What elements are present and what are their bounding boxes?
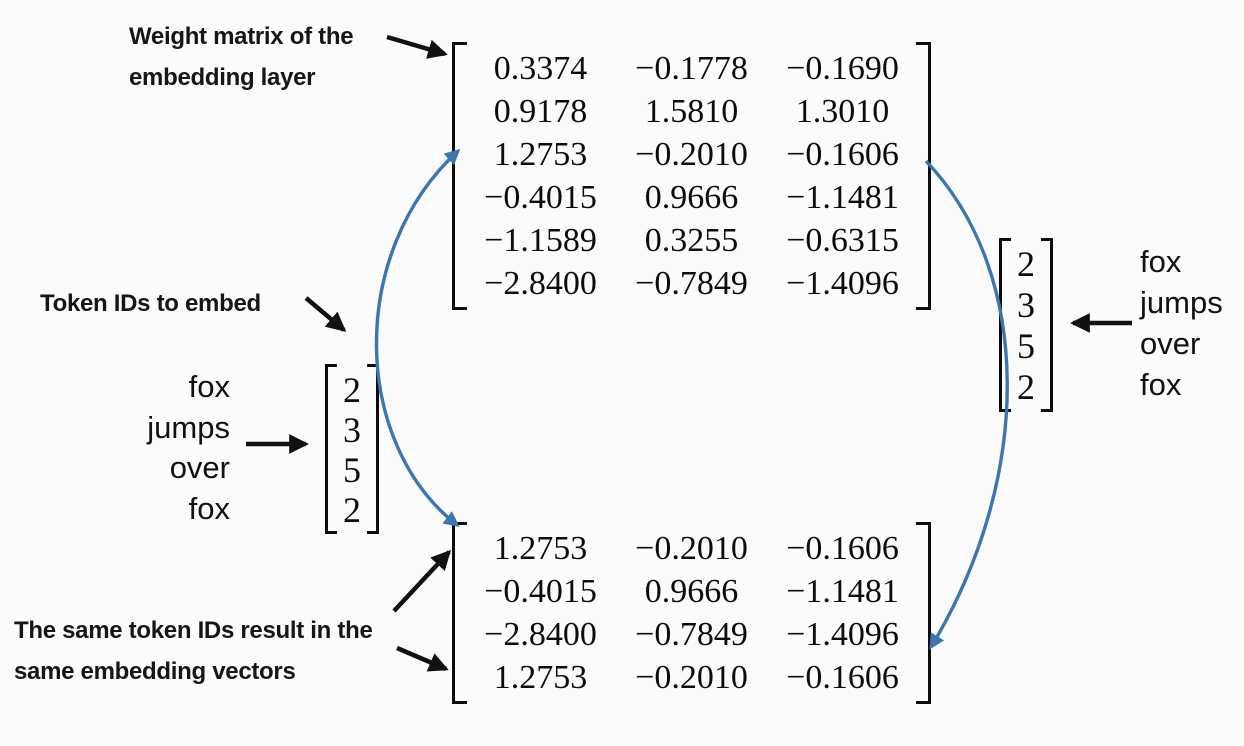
token-id-row: 2 [1008, 243, 1044, 284]
matrix-cell: −1.4096 [786, 615, 899, 653]
left-token-words: fox jumps over fox [95, 367, 230, 529]
weight-matrix-row: 0.3374 −0.1778 −0.1690 [465, 47, 918, 90]
token-id: 2 [343, 490, 361, 530]
token-word: over [169, 450, 230, 485]
arrow-same-ids-bottom-icon [396, 645, 449, 672]
token-id-row: 3 [334, 409, 370, 450]
matrix-cell: −1.1589 [484, 221, 597, 259]
matrix-cell: −0.1606 [786, 135, 899, 173]
matrix-cell: 0.9666 [644, 572, 739, 610]
matrix-cell: −0.1606 [786, 658, 899, 696]
token-id: 3 [343, 410, 361, 450]
matrix-cell: −0.1606 [786, 529, 899, 567]
token-id-row: 5 [334, 449, 370, 490]
curve-left-lookup-icon [374, 148, 461, 527]
matrix-cell: −0.2010 [635, 529, 748, 567]
matrix-cell: −2.8400 [484, 264, 597, 302]
embedding-output-matrix: 1.2753 −0.2010 −0.1606 −0.4015 0.9666 −1… [452, 522, 931, 704]
right-token-words: fox jumps over fox [1140, 242, 1244, 406]
matrix-cell: −0.7849 [635, 615, 748, 653]
token-id-row: 5 [1008, 325, 1044, 366]
matrix-cell: 0.9178 [493, 92, 588, 130]
matrix-cell: 1.2753 [493, 135, 588, 173]
arrow-same-ids-top-icon [392, 549, 452, 613]
matrix-cell: 1.2753 [493, 658, 588, 696]
same-ids-label: The same token IDs result in the same em… [14, 610, 373, 692]
matrix-cell: −0.4015 [484, 572, 597, 610]
matrix-cell: 1.5810 [644, 92, 739, 130]
weight-matrix-row: −1.1589 0.3255 −0.6315 [465, 219, 918, 262]
matrix-cell: −1.1481 [786, 178, 899, 216]
matrix-cell: −0.6315 [786, 221, 899, 259]
token-word: jumps [147, 409, 230, 445]
matrix-cell: −1.4096 [786, 264, 899, 302]
token-word: fox [1140, 244, 1182, 279]
token-id: 2 [343, 370, 361, 410]
matrix-cell: −0.7849 [635, 264, 748, 302]
token-word: jumps [1140, 285, 1223, 320]
matrix-cell: −1.1481 [786, 572, 899, 610]
token-word: fox [188, 490, 230, 526]
token-id-row: 3 [1008, 284, 1044, 325]
token-id-highlighted: 2 [995, 366, 1057, 407]
matrix-cell: −2.8400 [484, 615, 597, 653]
embedding-row: −0.4015 0.9666 −1.1481 [465, 570, 918, 613]
token-id: 2 [1017, 367, 1035, 407]
weight-matrix-row-highlighted: 1.2753 −0.2010 −0.1606 [454, 133, 929, 176]
token-id: 3 [1017, 285, 1035, 325]
left-token-id-vector: 2 3 5 2 [321, 364, 383, 534]
arrow-token-ids-icon [304, 296, 347, 332]
weight-matrix-row: −0.4015 0.9666 −1.1481 [465, 176, 918, 219]
embedding-row-highlighted: 1.2753 −0.2010 −0.1606 [454, 656, 929, 699]
weight-matrix-label: Weight matrix of the embedding layer [129, 16, 354, 98]
token-word: over [1140, 326, 1201, 361]
matrix-cell: −0.2010 [635, 658, 748, 696]
token-word: fox [188, 369, 230, 404]
same-ids-label-line2: same embedding vectors [14, 658, 296, 685]
right-token-id-vector: 2 3 5 2 [995, 238, 1057, 412]
matrix-cell: −0.1778 [635, 49, 748, 87]
weight-matrix-row: −2.8400 −0.7849 −1.4096 [465, 262, 918, 305]
token-id: 2 [1017, 244, 1035, 284]
arrow-weight-matrix-icon [386, 34, 448, 59]
weight-matrix: 0.3374 −0.1778 −0.1690 0.9178 1.5810 1.3… [452, 42, 931, 310]
matrix-cell: −0.2010 [635, 135, 748, 173]
matrix-cell: −0.1690 [786, 49, 899, 87]
curve-right-lookup-icon [924, 159, 1009, 650]
token-ids-label: Token IDs to embed [40, 290, 261, 317]
matrix-cell: 0.3255 [644, 221, 739, 259]
matrix-cell: 0.9666 [644, 178, 739, 216]
weight-matrix-row: 0.9178 1.5810 1.3010 [465, 90, 918, 133]
embedding-row: −2.8400 −0.7849 −1.4096 [465, 613, 918, 656]
weight-matrix-label-line2: embedding layer [129, 64, 316, 91]
token-id: 5 [1017, 326, 1035, 366]
same-ids-label-line1: The same token IDs result in the [14, 617, 373, 644]
token-word: fox [1140, 367, 1182, 402]
matrix-cell: 1.2753 [493, 529, 588, 567]
token-id-highlighted: 2 [321, 369, 383, 410]
token-id-row: 2 [334, 489, 370, 530]
weight-matrix-label-line1: Weight matrix of the [129, 23, 354, 50]
token-id: 5 [343, 450, 361, 490]
matrix-cell: −0.4015 [484, 178, 597, 216]
matrix-cell: 0.3374 [493, 49, 588, 87]
embedding-row-highlighted: 1.2753 −0.2010 −0.1606 [454, 527, 929, 570]
matrix-cell: 1.3010 [795, 92, 890, 130]
